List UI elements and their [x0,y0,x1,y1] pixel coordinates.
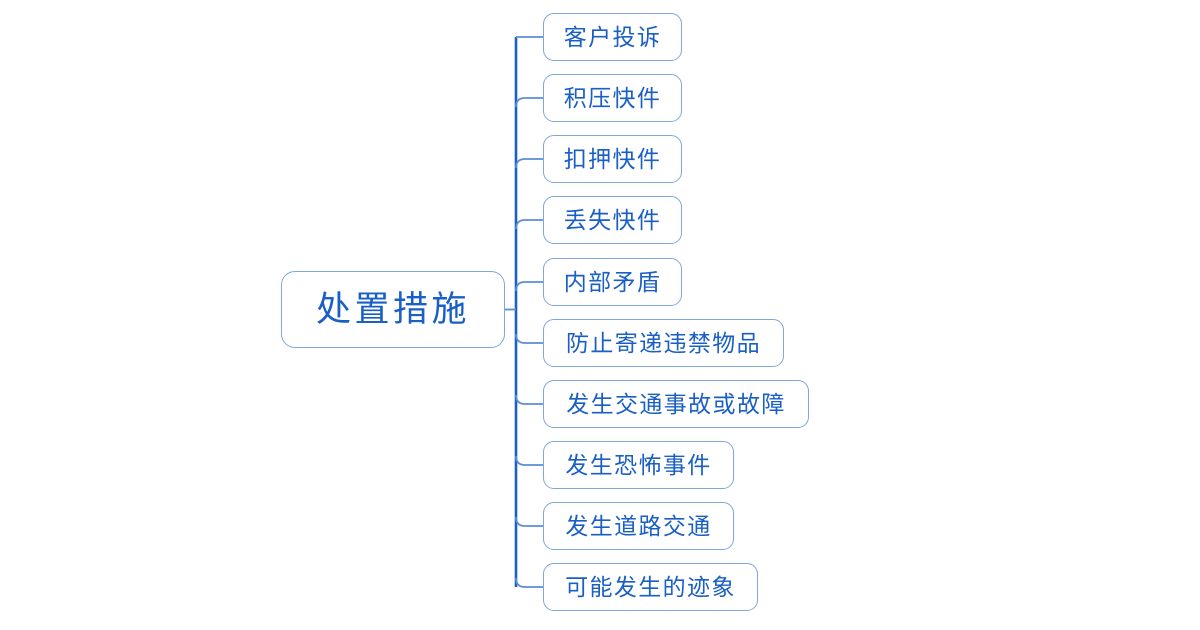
branch-node-8[interactable]: 发生恐怖事件 [543,441,734,489]
branch-node-5-label: 内部矛盾 [563,269,662,295]
branch-node-2-label: 积压快件 [563,85,662,111]
branch-node-9[interactable]: 发生道路交通 [543,502,734,550]
branch-node-5[interactable]: 内部矛盾 [543,258,682,306]
branch-node-7-label: 发生交通事故或故障 [566,391,786,417]
branch-node-1-label: 客户投诉 [563,24,662,50]
branch-node-8-label: 发生恐怖事件 [565,452,712,478]
branch-node-6-label: 防止寄递违禁物品 [565,330,762,356]
root-node[interactable]: 处置措施 [281,271,505,348]
root-node-label: 处置措施 [315,290,470,329]
branch-node-10[interactable]: 可能发生的迹象 [543,563,758,611]
branch-node-9-label: 发生道路交通 [565,513,712,539]
branch-node-4[interactable]: 丢失快件 [543,196,682,244]
branch-node-3-label: 扣押快件 [563,146,662,172]
branch-node-6[interactable]: 防止寄递违禁物品 [543,319,784,367]
branch-node-1[interactable]: 客户投诉 [543,13,682,61]
branch-node-2[interactable]: 积压快件 [543,74,682,122]
branch-node-3[interactable]: 扣押快件 [543,135,682,183]
branch-node-7[interactable]: 发生交通事故或故障 [543,380,809,428]
branch-node-10-label: 可能发生的迹象 [565,574,736,600]
branch-node-4-label: 丢失快件 [563,207,662,233]
